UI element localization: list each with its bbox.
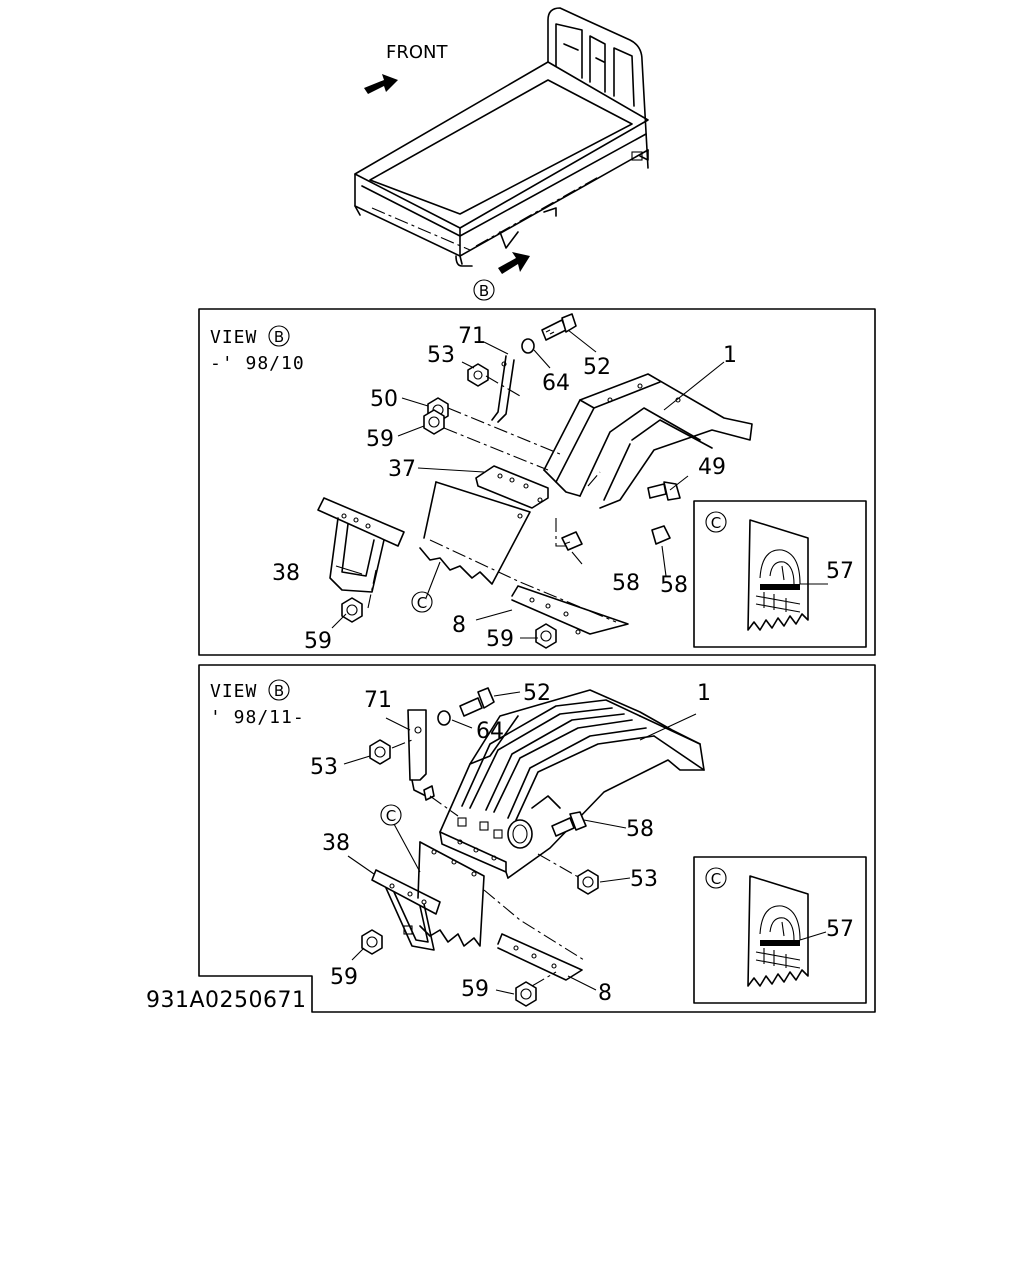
callout-52: 52 bbox=[583, 355, 611, 380]
nut-59-late-left-icon bbox=[361, 929, 383, 955]
panel-2-view-marker-letter: B bbox=[274, 682, 284, 700]
nut-59-late-bottom-icon bbox=[515, 981, 537, 1007]
mud-flap-early bbox=[419, 481, 531, 585]
inset-1-marker-letter: C bbox=[711, 514, 721, 532]
front-arrow-icon bbox=[364, 74, 398, 94]
bolt-58-left-icon bbox=[561, 531, 583, 551]
nut-59-lower-right-icon bbox=[535, 623, 557, 649]
bolt-58-right-icon bbox=[651, 525, 671, 545]
callout-71-late: 71 bbox=[364, 688, 392, 713]
nut-53-late-icon bbox=[369, 739, 391, 765]
callout-59-late-left: 59 bbox=[330, 965, 358, 990]
callout-64-late: 64 bbox=[476, 719, 504, 744]
fender-late bbox=[439, 689, 705, 879]
callout-37: 37 bbox=[388, 457, 416, 482]
bolt-52-icon bbox=[541, 313, 577, 341]
bar-8 bbox=[511, 585, 629, 635]
washer-64-late-icon bbox=[437, 710, 451, 726]
panel-2-view-marker bbox=[268, 679, 290, 701]
callout-58: 58 bbox=[612, 571, 640, 596]
mud-flap-logo-late-icon bbox=[747, 875, 809, 987]
callout-53-lower-late: 53 bbox=[630, 867, 658, 892]
inset-c-panel-2: C 57 bbox=[693, 856, 867, 1004]
callout-52-late: 52 bbox=[523, 681, 551, 706]
callout-49: 49 bbox=[698, 455, 726, 480]
truck-bed-illustration: FRONT B bbox=[354, 7, 649, 301]
view-b-arrow-icon bbox=[498, 252, 530, 274]
callout-59-bottom: 59 bbox=[486, 627, 514, 652]
callout-59-left: 59 bbox=[304, 629, 332, 654]
panel-view-b-late: VIEW B ' 98/11- bbox=[198, 664, 876, 1013]
nut-59-upper-icon bbox=[423, 409, 445, 435]
callout-59: 59 bbox=[366, 427, 394, 452]
callout-c-letter: C bbox=[417, 594, 427, 612]
nut-53-icon bbox=[467, 363, 489, 387]
callout-71: 71 bbox=[458, 324, 486, 349]
panel-view-b-early: VIEW B -' 98/10 bbox=[198, 308, 876, 656]
panel-2-frame bbox=[198, 664, 876, 1013]
callout-58-late: 58 bbox=[626, 817, 654, 842]
callout-57-late: 57 bbox=[826, 917, 854, 942]
drawing-number: 931A0250671 bbox=[146, 988, 307, 1013]
callout-c-marker bbox=[411, 591, 433, 613]
callout-c-late-letter: C bbox=[386, 807, 396, 825]
nut-53-lower-late-icon bbox=[577, 869, 599, 895]
bolt-52-late-icon bbox=[459, 687, 495, 717]
panel-1-view-label: VIEW bbox=[210, 327, 257, 348]
callout-53-late: 53 bbox=[310, 755, 338, 780]
bar-8-late bbox=[497, 933, 583, 981]
panel-1-frame bbox=[198, 308, 876, 656]
callout-38: 38 bbox=[272, 561, 300, 586]
panel-1-range: -' 98/10 bbox=[210, 353, 305, 374]
callout-57: 57 bbox=[826, 559, 854, 584]
inset-2-marker-letter: C bbox=[711, 870, 721, 888]
bolt-49-icon bbox=[647, 481, 681, 501]
callout-58-right: 58 bbox=[660, 573, 688, 598]
callout-59-late-bottom: 59 bbox=[461, 977, 489, 1002]
callout-8-late: 8 bbox=[598, 981, 612, 1006]
washer-64-icon bbox=[521, 338, 535, 354]
stay-38 bbox=[317, 497, 405, 547]
callout-c-late-marker bbox=[380, 804, 402, 826]
bolt-58-late-icon bbox=[551, 811, 587, 837]
panel-1-view-marker-letter: B bbox=[274, 328, 284, 346]
mud-flap-late bbox=[419, 841, 485, 947]
inset-c-panel-1: C 57 bbox=[693, 500, 867, 648]
bracket-71 bbox=[491, 355, 515, 423]
bracket-71-late bbox=[407, 709, 427, 781]
callout-53: 53 bbox=[427, 343, 455, 368]
bracket-37 bbox=[475, 465, 549, 509]
callout-1: 1 bbox=[723, 343, 737, 368]
callout-64: 64 bbox=[542, 371, 570, 396]
panel-2-range: ' 98/11- bbox=[210, 707, 305, 728]
view-b-marker-letter: B bbox=[479, 282, 489, 300]
stay-38-late bbox=[371, 869, 441, 915]
view-b-marker bbox=[473, 279, 495, 301]
callout-38-late: 38 bbox=[322, 831, 350, 856]
callout-50: 50 bbox=[370, 387, 398, 412]
nut-59-lower-left-icon bbox=[341, 597, 363, 623]
panel-1-view-marker bbox=[268, 325, 290, 347]
panel-2-view-label: VIEW bbox=[210, 681, 257, 702]
mud-flap-logo-icon bbox=[747, 519, 809, 631]
callout-8: 8 bbox=[452, 613, 466, 638]
front-label: FRONT bbox=[386, 42, 448, 63]
callout-1-late: 1 bbox=[697, 681, 711, 706]
fender-early bbox=[543, 373, 753, 509]
